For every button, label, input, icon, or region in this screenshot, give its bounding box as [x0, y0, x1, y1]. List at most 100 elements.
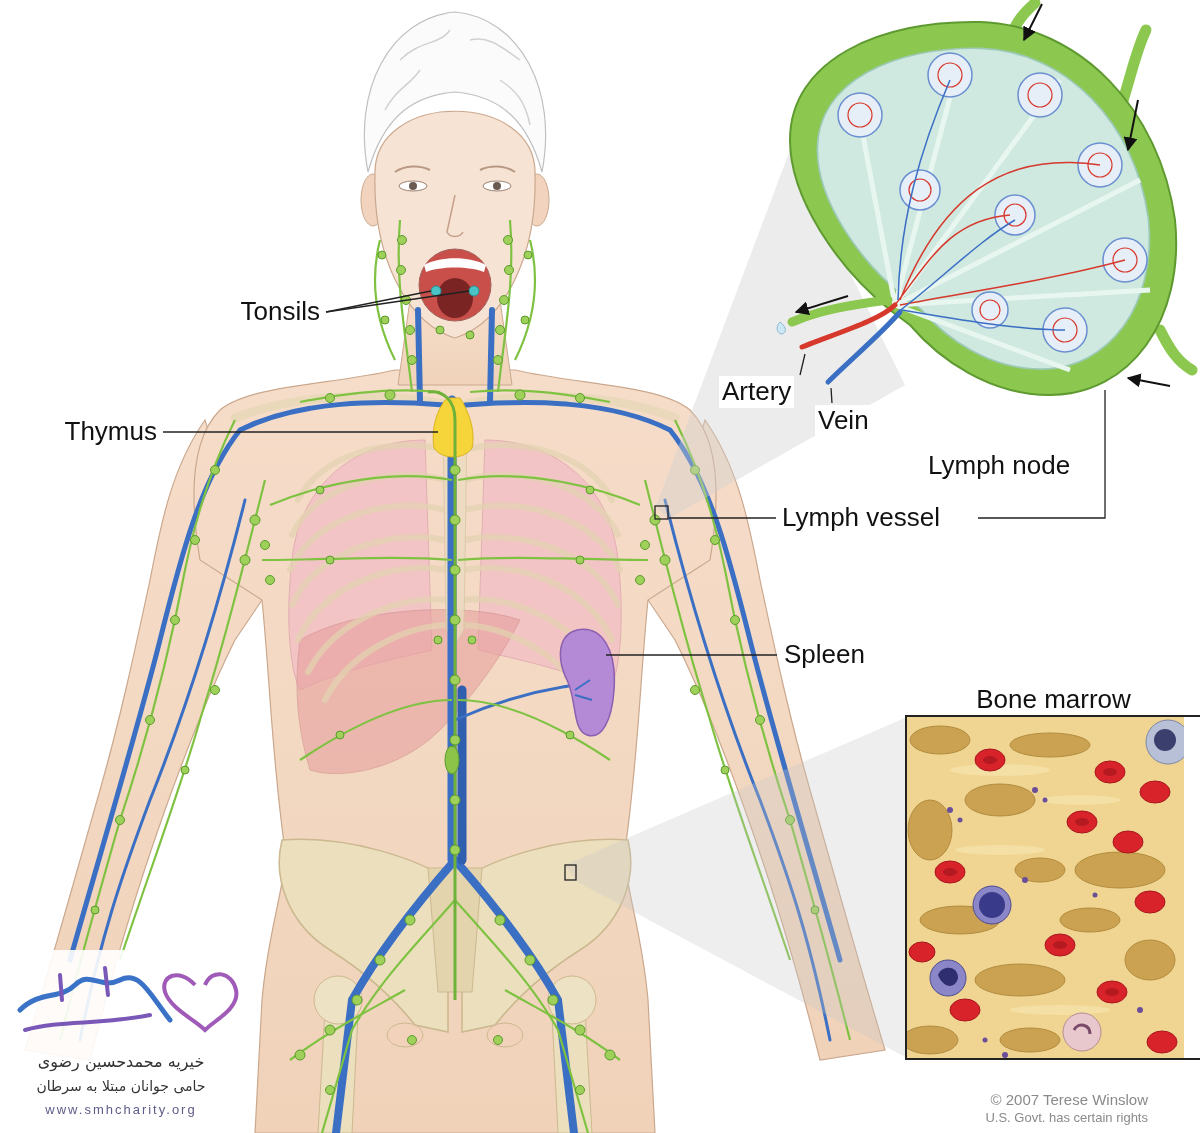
liver	[297, 610, 520, 774]
face-features	[431, 286, 441, 296]
spleen	[560, 629, 614, 735]
lymph-vessels	[300, 700, 452, 760]
pelvis	[387, 1023, 423, 1047]
bone-marrow-picture	[975, 964, 1065, 996]
lymph-nodes	[191, 536, 200, 545]
organ-label: Thymus	[65, 416, 157, 447]
bone-marrow-picture	[1097, 981, 1127, 1003]
bone-marrow-picture	[1146, 720, 1184, 764]
bone-marrow-picture	[947, 807, 953, 813]
lymph-nodes	[468, 636, 476, 644]
face-features	[469, 286, 479, 296]
lymph-vessels	[270, 476, 452, 505]
bone-marrow-picture	[1010, 1005, 1110, 1015]
bone-marrow-picture	[1135, 891, 1165, 913]
lymph-node-inset	[938, 63, 962, 87]
lymph-nodes	[445, 746, 459, 774]
liver	[297, 610, 520, 774]
lymph-nodes	[211, 466, 220, 475]
lymph-node-inset	[777, 3, 1192, 395]
lymph-nodes	[325, 1025, 335, 1035]
lymph-nodes	[398, 236, 407, 245]
bone-marrow-picture	[1000, 1028, 1060, 1052]
lymph-nodes	[450, 465, 460, 475]
lymph-node-inset	[898, 80, 1065, 330]
ribcage	[292, 537, 445, 605]
lymph-node-inset	[1024, 4, 1042, 40]
lymph-node-inset	[838, 93, 882, 137]
lymph-vessels	[120, 480, 265, 960]
part-label: Lymph node	[928, 450, 1070, 481]
bone-marrow-picture	[1067, 811, 1097, 833]
lymph-vessels	[60, 420, 235, 1040]
bone-marrow-picture	[1040, 795, 1120, 805]
part-label: Artery	[719, 376, 794, 407]
lymph-nodes	[91, 906, 99, 914]
lymph-vessels	[322, 900, 455, 1133]
lymph-vessels	[290, 990, 405, 1060]
bone-marrow-picture	[1045, 934, 1075, 956]
lymph-nodes	[450, 675, 460, 685]
bone-marrow-picture	[1125, 940, 1175, 980]
ribcage	[308, 599, 448, 672]
bone-marrow-picture	[983, 756, 997, 764]
lymph-nodes	[352, 995, 362, 1005]
lymph-nodes	[434, 326, 476, 855]
lymph-nodes	[450, 565, 460, 575]
charity-logo	[164, 974, 236, 1030]
copyright: © 2007 Terese Winslow	[990, 1091, 1148, 1109]
body-figure	[364, 12, 545, 172]
logo-text: خیریه محمدحسین رضوی	[38, 1052, 205, 1071]
face-features	[409, 182, 417, 190]
bone-marrow-picture	[1075, 852, 1165, 888]
lymph-vessels	[262, 558, 452, 560]
lymph-node-inset	[895, 162, 1125, 305]
bone-marrow-picture	[1074, 1025, 1090, 1034]
lymph-node-inset	[848, 103, 872, 127]
lymph-nodes	[116, 816, 125, 825]
bone-marrow-picture	[1095, 761, 1125, 783]
lymph-nodes	[240, 555, 250, 565]
bone-marrow-picture	[1063, 1013, 1101, 1051]
inset-box: Bone marrow	[905, 715, 1200, 1060]
lymph-node-inset	[828, 312, 900, 382]
lymph-nodes	[336, 731, 344, 739]
bone-marrow-picture	[1154, 729, 1176, 751]
lymph-node-inset	[860, 60, 1150, 370]
bone-marrow-picture	[1147, 1031, 1177, 1053]
bone-marrow-picture	[1093, 893, 1098, 898]
bone-marrow-picture	[983, 1038, 988, 1043]
lymph-node-inset	[790, 22, 1176, 395]
spleen	[560, 629, 614, 735]
leader-line	[326, 291, 469, 312]
lymph-nodes	[450, 735, 460, 745]
copyright: U.S. Govt. has certain rights	[985, 1110, 1148, 1126]
lymph-node-inset	[928, 53, 972, 97]
lymph-node-inset	[1160, 330, 1192, 370]
detail-marker	[565, 506, 668, 880]
bone-marrow-picture	[1103, 768, 1117, 776]
lymph-nodes	[326, 556, 334, 564]
organ-label: Tonsils	[241, 296, 320, 327]
lymph-node-inset	[895, 80, 1125, 330]
bone-marrow-picture	[943, 868, 957, 876]
lymph-nodes	[375, 955, 385, 965]
bone-marrow-picture	[907, 717, 1184, 1058]
bone-marrow-picture	[1002, 1052, 1008, 1058]
lymph-node-inset	[838, 53, 1147, 352]
lymph-node-inset	[1128, 378, 1170, 386]
part-label: Vein	[815, 405, 872, 436]
lymph-nodes	[450, 615, 460, 625]
leader-line	[831, 388, 832, 403]
face-features	[395, 166, 515, 172]
face-features	[483, 181, 511, 191]
lymph-nodes	[450, 845, 460, 855]
part-label: Lymph vessel	[782, 502, 940, 533]
lymph-nodes	[211, 686, 220, 695]
ribcage	[235, 396, 448, 418]
face-features	[395, 166, 515, 321]
bone-marrow-picture	[938, 968, 958, 986]
bone-marrow-picture	[930, 960, 966, 996]
leader-line	[326, 291, 431, 312]
